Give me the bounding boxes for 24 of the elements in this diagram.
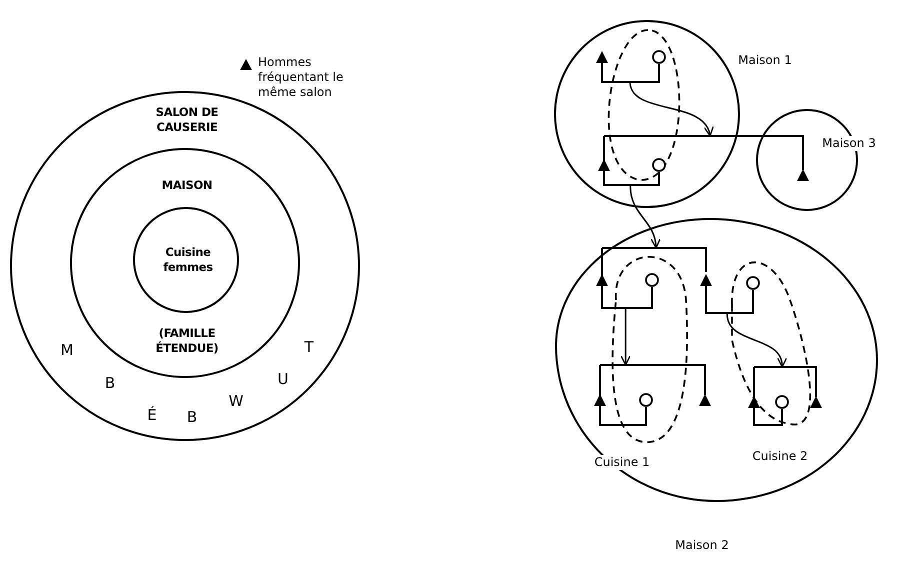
letter-label: B	[104, 376, 116, 391]
arrow	[726, 314, 786, 368]
region-label: Maison 2	[674, 538, 730, 553]
region-label: Cuisine femmes	[162, 245, 214, 275]
kinship-group-drawing	[594, 48, 666, 83]
region-label: SALON DE CAUSERIE	[154, 105, 220, 135]
arrow	[629, 82, 712, 137]
kinship-group-drawing	[698, 272, 760, 314]
letter-label: É	[146, 408, 158, 423]
kinship-group-drawing	[596, 135, 811, 186]
region-label: (FAMILLE ÉTENDUE)	[154, 326, 220, 356]
kinship-group-drawing	[746, 366, 823, 426]
letter-label: B	[186, 410, 198, 425]
region-label: MAISON	[160, 178, 214, 193]
arrow	[620, 309, 631, 366]
region-label: Maison 1	[737, 53, 793, 68]
letter-label: W	[228, 394, 244, 409]
legend-text: Hommes fréquentant le même salon	[258, 55, 344, 100]
arrow	[630, 186, 660, 249]
letter-label: T	[303, 340, 315, 355]
letter-label: U	[276, 372, 290, 387]
letter-label: M	[60, 343, 74, 358]
circle-region	[133, 207, 239, 313]
kinship-group-drawing	[592, 364, 712, 426]
